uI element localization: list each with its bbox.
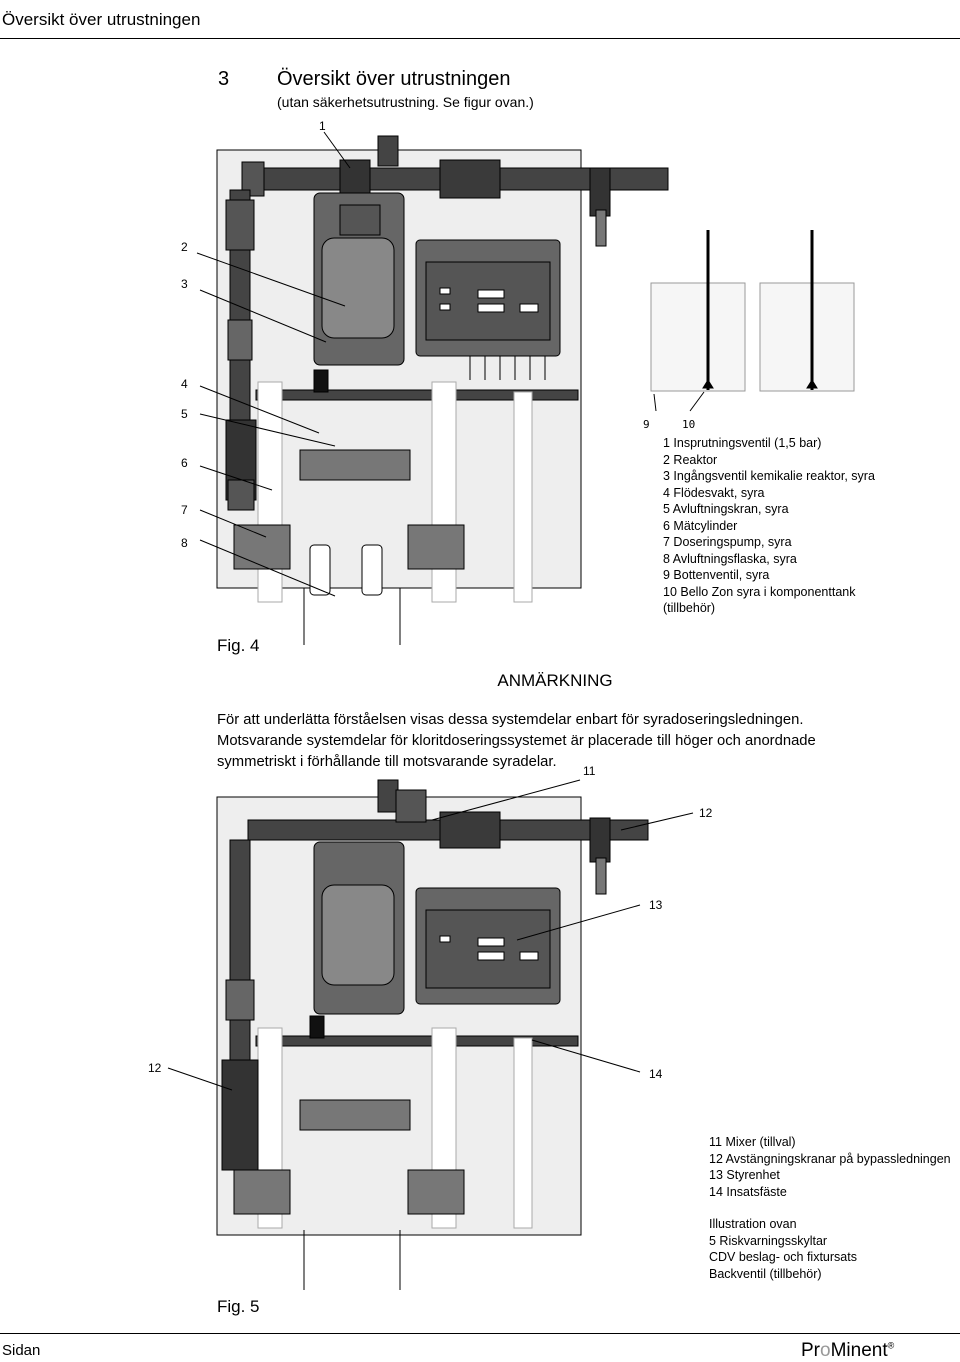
header-rule — [0, 38, 960, 39]
callout-13: 13 — [649, 898, 663, 912]
callout-5: 5 — [181, 407, 188, 421]
callout-14: 14 — [649, 1067, 663, 1081]
legend-item: 11 Mixer (tillval) — [709, 1135, 796, 1149]
callout-3: 3 — [181, 277, 188, 291]
figure-5-legend-extra: Illustration ovan 5 Riskvarningsskyltar … — [709, 1216, 857, 1282]
legend-item: 12 Avstängningskranar på bypassledningen — [709, 1151, 951, 1166]
brand-logo: ProMinent® — [801, 1340, 894, 1362]
brand-part: Pr — [801, 1340, 820, 1361]
section-title: Översikt över utrustningen — [277, 68, 511, 90]
legend-item: 9 Bottenventil, syra — [663, 568, 770, 582]
section-subtitle: (utan säkerhetsutrustning. Se figur ovan… — [277, 94, 534, 110]
running-header: Översikt över utrustningen — [2, 10, 201, 29]
callout-9: 9 — [643, 418, 650, 431]
figure-4-caption: Fig. 4 — [217, 636, 260, 655]
figure-5-caption: Fig. 5 — [217, 1297, 260, 1316]
legend-item: CDV beslag- och fixtursats — [709, 1250, 857, 1264]
callout-12-left: 12 — [148, 1061, 162, 1075]
callout-8: 8 — [181, 536, 188, 550]
legend-item: 5 Riskvarningsskyltar — [709, 1233, 828, 1248]
legend-item: 3 Ingångsventil kemikalie reaktor, syra — [663, 469, 875, 483]
legend-item: 4 Flödesvakt, syra — [663, 485, 765, 500]
section-number: 3 — [218, 68, 230, 90]
legend-item: 13 Styrenhet — [709, 1168, 780, 1182]
legend-item: 7 Doseringspump, syra — [663, 535, 792, 549]
callout-4: 4 — [181, 377, 188, 391]
footer-rule — [0, 1333, 960, 1334]
callout-12-right: 12 — [699, 806, 713, 820]
callout-6: 6 — [181, 456, 188, 470]
callout-1: 1 — [319, 119, 326, 133]
callout-10: 10 — [682, 418, 696, 431]
brand-part: o — [820, 1340, 831, 1361]
registered-mark: ® — [887, 1340, 895, 1351]
legend-item: Illustration ovan — [709, 1217, 797, 1231]
legend-item: Backventil (tillbehör) — [709, 1266, 822, 1281]
callout-2: 2 — [181, 240, 188, 254]
figure-4-legend: 1 Insprutningsventil (1,5 bar) 2 Reaktor… — [663, 435, 875, 617]
legend-item: (tillbehör) — [663, 601, 716, 615]
note-body: För att underlätta förståelsen visas des… — [217, 712, 816, 770]
figure-5-legend: 11 Mixer (tillval) 12 Avstängningskranar… — [709, 1134, 951, 1200]
legend-item: 5 Avluftningskran, syra — [663, 502, 789, 516]
legend-item: 1 Insprutningsventil (1,5 bar) — [663, 436, 822, 450]
callout-7: 7 — [181, 503, 188, 517]
footer-page-label: Sidan — [2, 1342, 41, 1359]
legend-item: 10 Bello Zon syra i komponenttank — [663, 584, 856, 599]
figure-4-drawing — [196, 131, 855, 645]
note-title: ANMÄRKNING — [497, 671, 613, 690]
legend-item: 8 Avluftningsflaska, syra — [663, 551, 797, 566]
callout-11: 11 — [583, 764, 596, 778]
legend-item: 2 Reaktor — [663, 452, 718, 467]
legend-item: 14 Insatsfäste — [709, 1184, 787, 1199]
legend-item: 6 Mätcylinder — [663, 518, 738, 533]
figure-5-drawing — [167, 779, 694, 1290]
brand-part: Minent — [830, 1340, 888, 1361]
